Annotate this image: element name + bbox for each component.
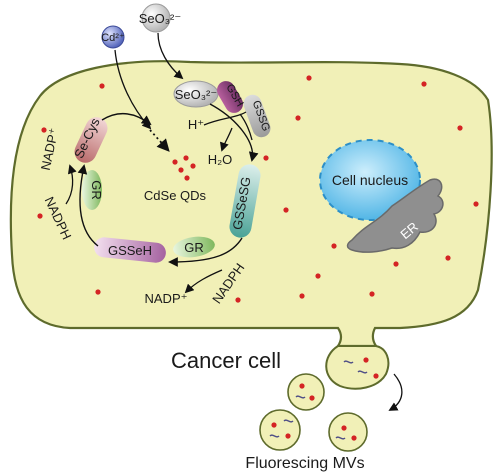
- selenite-inside-label: SeO₃²⁻: [175, 87, 218, 102]
- gssesg-to-gsseh-arrow: [168, 237, 243, 267]
- gsseh-pill: [94, 237, 166, 263]
- microvesicle-1: [287, 373, 325, 411]
- vesicle-release-arrow: [388, 373, 403, 411]
- gr-left-pill: [82, 170, 102, 210]
- h2o-arrow: [219, 127, 233, 152]
- gssg-pill: [243, 94, 271, 138]
- selenite-entry-arrow: [157, 32, 184, 80]
- cancer-cell-label: Cancer cell: [171, 348, 281, 373]
- cd-ion-label: Cd²⁺: [101, 32, 125, 44]
- h-plus-arrow: [203, 111, 247, 126]
- cell-nucleus: [319, 139, 421, 221]
- gsh-gssg-arrow: [239, 113, 253, 141]
- gsseh-to-secys-arrow: [77, 164, 99, 247]
- nadph-left-arrow: [65, 164, 77, 205]
- fluorescing-mvs-label: Fluorescing MVs: [245, 455, 364, 472]
- h-plus-label: H⁺: [188, 117, 204, 132]
- selenite-ion-outside: [141, 3, 171, 33]
- nadp-bottom-label: NADP⁺: [145, 291, 188, 306]
- se-cys-pill: [74, 117, 108, 163]
- gsh-pill: [217, 81, 243, 113]
- secys-to-qds-arrow: [101, 113, 152, 126]
- microvesicle-3: [328, 412, 368, 452]
- selenite-to-gssesg-arrow: [209, 103, 259, 162]
- gr-bottom-label: GR: [184, 240, 204, 255]
- gr-left-label: GR: [89, 180, 104, 200]
- endoplasmic-reticulum: [346, 178, 444, 253]
- gr-bottom-pill: [173, 236, 215, 258]
- cdse-qds-label: CdSe QDs: [144, 188, 207, 203]
- gssesg-pill: [229, 164, 261, 238]
- cdse-qd-cluster: [172, 155, 196, 181]
- bud-vesicle-contents: [343, 357, 369, 374]
- nadph-bottom-arrow: [184, 269, 223, 294]
- qd-dots: [37, 75, 479, 379]
- budding-vesicle: [325, 345, 390, 390]
- microvesicle-2: [259, 409, 301, 451]
- cd-ion: [101, 25, 125, 49]
- nucleus-label: Cell nucleus: [332, 172, 408, 188]
- h2o-label: H₂O: [208, 152, 233, 167]
- gsseh-label: GSSeH: [108, 243, 152, 258]
- selenite-outside-label: SeO₃²⁻: [139, 11, 182, 26]
